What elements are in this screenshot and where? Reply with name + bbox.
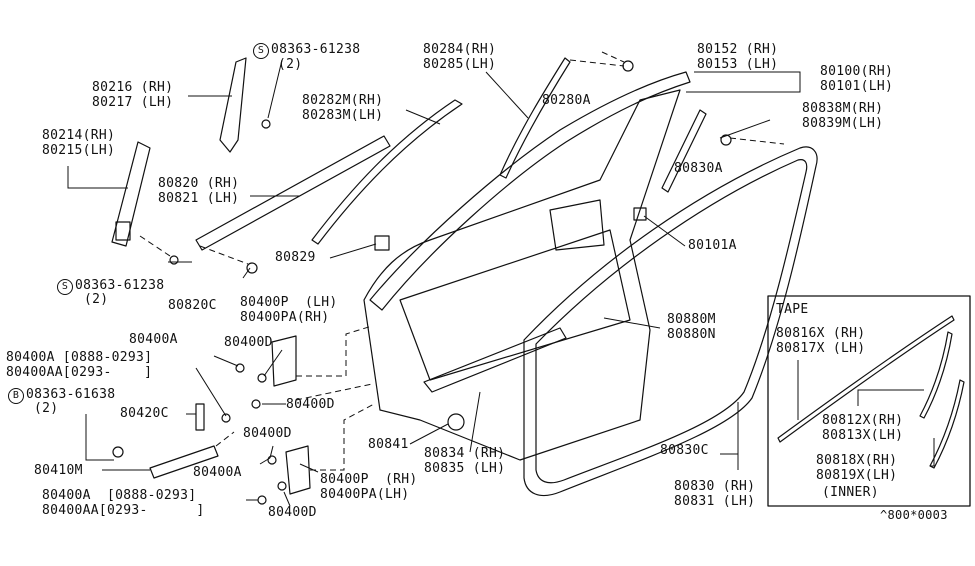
tape-inset-box [767, 295, 971, 507]
label-80400d: 80400D [224, 335, 273, 350]
label-80153: 80153 (LH) [697, 57, 779, 72]
label-80100: 80100(RH) [820, 64, 894, 79]
label-80400p-lh: 80400P (LH) [240, 295, 338, 310]
label-80830a: 80830A [674, 161, 723, 176]
label-80829: 80829 [275, 250, 316, 265]
label-80830c: 80830C [660, 443, 709, 458]
label-80830: 80830 (RH) [674, 479, 756, 494]
part-80410m [149, 445, 219, 479]
label-80818x: 80818X(RH) [816, 453, 898, 468]
label-80282m: 80282M(RH) [302, 93, 384, 108]
part-80838m [661, 109, 707, 193]
tape-80818x [929, 379, 965, 469]
label-80880m: 80880M [667, 312, 716, 327]
label-80214: 80214(RH) [42, 128, 116, 143]
part-number: 08363-61238 [75, 278, 165, 293]
part-80216 [219, 57, 247, 153]
label-80841: 80841 [368, 437, 409, 452]
part-80214 [111, 141, 151, 247]
part-80152 [369, 71, 691, 311]
label-80835: 80835 (LH) [424, 461, 506, 476]
label-80400a-range: 80400A [0888-0293] [42, 488, 197, 503]
screw-symbol-icon: S [253, 43, 269, 59]
screw-c [246, 262, 258, 274]
clip-80830a [720, 134, 732, 146]
label-80819x: 80819X(LH) [816, 468, 898, 483]
part-number: 08363-61638 [26, 387, 116, 402]
label-80831: 80831 (LH) [674, 494, 756, 509]
label-80284: 80284(RH) [423, 42, 497, 57]
label-80400aa-range: 80400AA[0293- ] [42, 503, 205, 518]
label-qty: (2) [34, 401, 59, 416]
label-qty: (2) [84, 292, 109, 307]
label-80400d: 80400D [243, 426, 292, 441]
label-80820c: 80820C [168, 298, 217, 313]
part-80282m [311, 99, 463, 245]
label-80101a: 80101A [688, 238, 737, 253]
footer-code: ^800*0003 [880, 508, 948, 522]
label-80816x: 80816X (RH) [776, 326, 866, 341]
tape-80816x [777, 315, 955, 443]
label-80420c: 80420C [120, 406, 169, 421]
label-80817x: 80817X (LH) [776, 341, 866, 356]
tape-80812x [919, 331, 953, 419]
label-80400a-range: 80400A [0888-0293] [6, 350, 153, 365]
part-number: 08363-61238 [271, 42, 361, 57]
label-80820: 80820 (RH) [158, 176, 240, 191]
label-80283m: 80283M(LH) [302, 108, 384, 123]
tape-title: TAPE [776, 302, 809, 317]
hinge-upper [271, 335, 297, 387]
label-80813x: 80813X(LH) [822, 428, 904, 443]
label-80400d: 80400D [268, 505, 317, 520]
label-80101: 80101(LH) [820, 79, 894, 94]
label-inner: (INNER) [822, 485, 879, 500]
label-80215: 80215(LH) [42, 143, 116, 158]
label-80152: 80152 (RH) [697, 42, 779, 57]
part-80100 [363, 89, 681, 461]
part-80420c [195, 403, 205, 431]
screw-b [169, 255, 179, 265]
part-80820 [195, 135, 391, 251]
part-80830 [523, 146, 818, 497]
screw-symbol-icon: S [57, 279, 73, 295]
hinge-lower [285, 445, 311, 495]
label-qty: (2) [278, 57, 303, 72]
label-80280a: 80280A [542, 93, 591, 108]
label-80400aa-range: 80400AA[0293- ] [6, 365, 153, 380]
clip-80280a [622, 60, 634, 72]
label-80400a: 80400A [129, 332, 178, 347]
label-80217: 80217 (LH) [92, 95, 174, 110]
label-80400pa-rh: 80400PA(RH) [240, 310, 330, 325]
label-80400d: 80400D [286, 397, 335, 412]
label-80834: 80834 (RH) [424, 446, 506, 461]
label-80821: 80821 (LH) [158, 191, 240, 206]
label-80400pa-lh: 80400PA(LH) [320, 487, 410, 502]
bolt-symbol-icon: B [8, 388, 24, 404]
label-80812x: 80812X(RH) [822, 413, 904, 428]
label-80400a: 80400A [193, 465, 242, 480]
label-80410m: 80410M [34, 463, 83, 478]
part-80284 [499, 57, 571, 179]
label-80880n: 80880N [667, 327, 716, 342]
part-80841 [447, 413, 465, 431]
screw-a [261, 119, 271, 129]
label-80216: 80216 (RH) [92, 80, 174, 95]
label-80400p-rh: 80400P (RH) [320, 472, 418, 487]
part-80829 [374, 235, 390, 251]
label-80285: 80285(LH) [423, 57, 497, 72]
part-80834 [423, 327, 567, 393]
label-80839m: 80839M(LH) [802, 116, 884, 131]
part-80101a [633, 207, 647, 221]
label-80838m: 80838M(RH) [802, 101, 884, 116]
